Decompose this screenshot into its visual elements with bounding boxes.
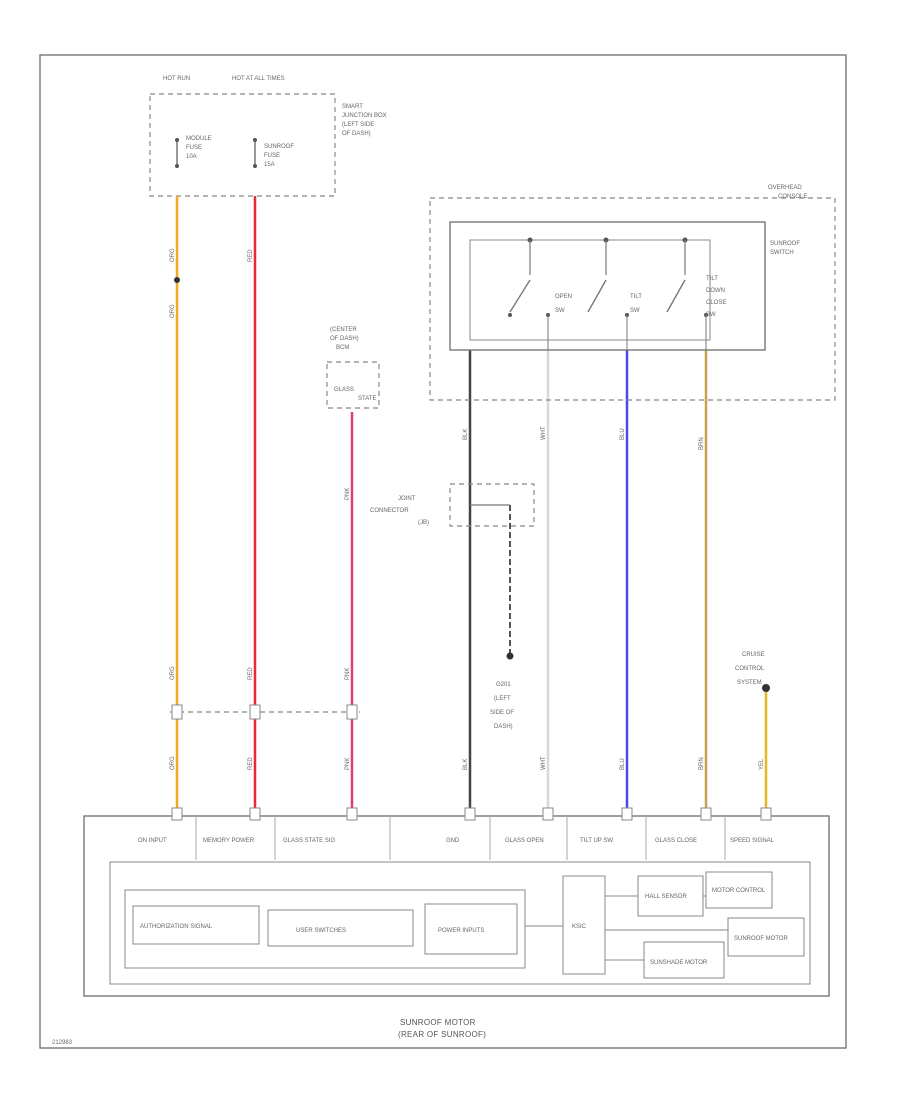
ground-label-1: G201 bbox=[496, 682, 511, 688]
wire-label-pink-2: PNK bbox=[345, 668, 351, 680]
pin-terminals bbox=[171, 807, 772, 821]
wire-label-pink-3: PNK bbox=[345, 758, 351, 770]
pin-label-memory-power: MEMORY POWER bbox=[203, 838, 255, 844]
user-switches-label: USER SWITCHES bbox=[296, 928, 346, 934]
wire-label-tan-2: BRN bbox=[699, 757, 705, 770]
pin-label-glass-open: GLASS OPEN bbox=[505, 838, 544, 844]
module-fuse-label-2: FUSE bbox=[186, 145, 202, 151]
sunroof-fuse-label-2: FUSE bbox=[264, 153, 280, 159]
overhead-console bbox=[429, 197, 836, 401]
motor-control-block bbox=[705, 871, 773, 909]
power-inputs-block bbox=[424, 903, 518, 955]
wire-label-red-2: RED bbox=[248, 667, 254, 680]
tilt-sw-label-2: SW bbox=[630, 308, 640, 314]
tilt-close-sw-label-1: TILT bbox=[706, 276, 718, 282]
sunroof-motor-block bbox=[727, 917, 805, 957]
wire-label-white-2: WHT bbox=[541, 756, 547, 770]
wire-label-white-1: WHT bbox=[541, 426, 547, 440]
wire-label-black-1: BLK bbox=[463, 429, 469, 440]
figure-id: 212983 bbox=[52, 1040, 73, 1046]
smart-junction-label-1: SMART bbox=[342, 104, 363, 110]
pin-label-glass-close: GLASS CLOSE bbox=[655, 838, 697, 844]
pin-label-gnd: GND bbox=[446, 838, 460, 844]
hot-acc-label: HOT AT ALL TIMES bbox=[232, 76, 285, 82]
user-switches-block bbox=[267, 909, 414, 947]
open-sw-label-2: SW bbox=[555, 308, 565, 314]
ksic-block bbox=[562, 875, 606, 975]
sunshade-motor-label: SUNSHADE MOTOR bbox=[650, 960, 708, 966]
motor-control-label: MOTOR CONTROL bbox=[712, 888, 766, 894]
pin-label-on-input: ON INPUT bbox=[138, 838, 167, 844]
sunroof-motor-module bbox=[83, 815, 830, 997]
joint-connector-label-2: CONNECTOR bbox=[370, 508, 409, 514]
tilt-close-sw-label-2: DOWN bbox=[706, 288, 725, 294]
ground-label-2: (LEFT bbox=[494, 696, 511, 702]
ground-label-3: SIDE OF bbox=[490, 710, 514, 716]
overhead-console-label-1: OVERHEAD bbox=[768, 185, 802, 191]
authorization-label: AUTHORIZATION SIGNAL bbox=[140, 924, 213, 930]
pin-label-glass-state: GLASS STATE SIG bbox=[283, 838, 335, 844]
wire-label-orange-2: ORG bbox=[170, 304, 176, 318]
smart-junction-label-2: JUNCTION BOX bbox=[342, 113, 387, 119]
tilt-close-sw-label-3: CLOSE bbox=[706, 300, 726, 306]
smart-junction-label-4: OF DASH) bbox=[342, 131, 371, 137]
sunroof-switch-label-2: SWITCH bbox=[770, 250, 794, 256]
glass-state-label-1: GLASS bbox=[334, 387, 354, 393]
joint-connector-label-3: (JB) bbox=[418, 520, 429, 526]
ksic-label: KSIC bbox=[572, 924, 587, 930]
smart-junction-box bbox=[149, 93, 336, 197]
center-dash-label-1: (CENTER bbox=[330, 327, 357, 333]
center-dash-label-2: OF DASH) bbox=[330, 336, 359, 342]
wire-label-black-2: BLK bbox=[463, 759, 469, 770]
glass-state-box bbox=[326, 361, 380, 409]
wire-label-pink-1: PNK bbox=[345, 488, 351, 500]
open-sw-label-1: OPEN bbox=[555, 294, 572, 300]
hot-run-label: HOT RUN bbox=[163, 76, 190, 82]
power-inputs-label: POWER INPUTS bbox=[438, 928, 484, 934]
caption-line-2: (REAR OF SUNROOF) bbox=[398, 1030, 486, 1039]
joint-connector-label-1: JOINT bbox=[398, 496, 416, 502]
wire-label-blue-1: BLU bbox=[620, 428, 626, 440]
pin-label-tilt-up: TILT UP SW bbox=[580, 838, 613, 844]
tilt-close-sw-label-4: SW bbox=[706, 312, 716, 318]
diagram-frame bbox=[39, 54, 847, 1049]
hall-sensor-label: HALL SENSOR bbox=[645, 894, 687, 900]
sunroof-fuse-label-3: 15A bbox=[264, 162, 275, 168]
caption-line-1: SUNROOF MOTOR bbox=[400, 1018, 476, 1027]
module-fuse-label-1: MODULE bbox=[186, 136, 212, 142]
cruise-label-3: SYSTEM bbox=[737, 680, 762, 686]
glass-state-label-2: STATE bbox=[358, 396, 376, 402]
wire-label-orange-3: ORG bbox=[170, 666, 176, 680]
sunroof-motor-inner-label: SUNROOF MOTOR bbox=[734, 936, 789, 942]
sunroof-switch-label-1: SUNROOF bbox=[770, 241, 800, 247]
module-fuse-label-3: 10A bbox=[186, 154, 197, 160]
sunroof-fuse-label-1: SUNROOF bbox=[264, 144, 294, 150]
smart-junction-label-3: (LEFT SIDE bbox=[342, 122, 374, 128]
authorization-block bbox=[132, 905, 260, 945]
cruise-label-1: CRUISE bbox=[742, 652, 765, 658]
pin-label-speed-signal: SPEED SIGNAL bbox=[730, 838, 775, 844]
cruise-label-2: CONTROL bbox=[735, 666, 765, 672]
wire-label-orange-4: ORG bbox=[170, 756, 176, 770]
ground-label-4: DASH) bbox=[494, 724, 513, 730]
ground-point bbox=[506, 652, 514, 660]
wire-label-orange-1: ORG bbox=[170, 248, 176, 262]
tilt-sw-label-1: TILT bbox=[630, 294, 642, 300]
wire-label-tan-1: BRN bbox=[699, 437, 705, 450]
center-dash-label-3: BCM bbox=[336, 345, 349, 351]
wire-label-blue-2: BLU bbox=[620, 758, 626, 770]
overhead-console-label-2: CONSOLE bbox=[778, 194, 807, 200]
sunroof-switch bbox=[449, 221, 766, 351]
wire-label-red-3: RED bbox=[248, 757, 254, 770]
wire-label-red-1: RED bbox=[248, 249, 254, 262]
wire-label-yellow: YEL bbox=[759, 758, 765, 770]
